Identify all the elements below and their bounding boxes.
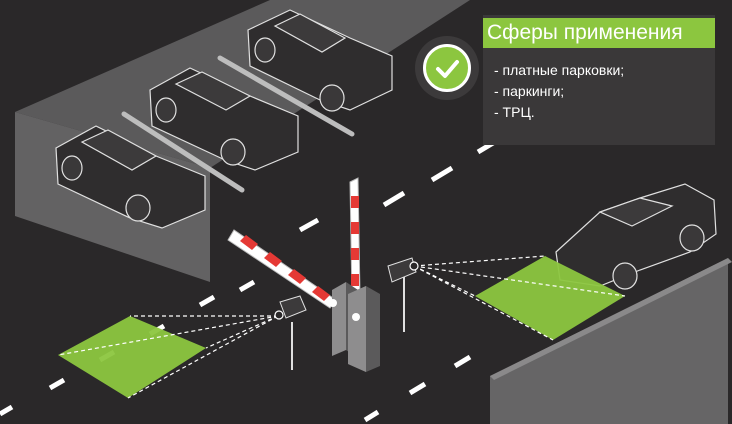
parked-car-3 [55,125,206,229]
front-wall-right-top [490,258,732,380]
sensor-beams-right [413,255,626,341]
sensor-beams-left [57,315,279,399]
detection-zone-right [475,256,625,340]
road-car-right [555,183,717,290]
info-title: Сферы применения [483,18,715,48]
check-circle-icon [423,44,471,92]
sensor-post-right [387,257,419,332]
front-wall-right [490,258,728,424]
check-badge [415,36,479,100]
info-list: - платные парковки; - паркинги; - ТРЦ. [494,60,624,123]
list-item: - платные парковки; [494,62,625,78]
barrier-arm-vertical [349,177,361,301]
parked-car-1 [247,9,393,112]
list-item: - паркинги; [494,83,565,99]
barrier-box-right [348,286,380,372]
list-item: - ТРЦ. [494,104,535,120]
barrier-arm-horizontal [227,229,337,309]
sensor-post-left [274,295,307,370]
parked-car-2 [149,67,299,171]
detection-zone-left [58,316,206,398]
parking-lines [121,55,355,193]
